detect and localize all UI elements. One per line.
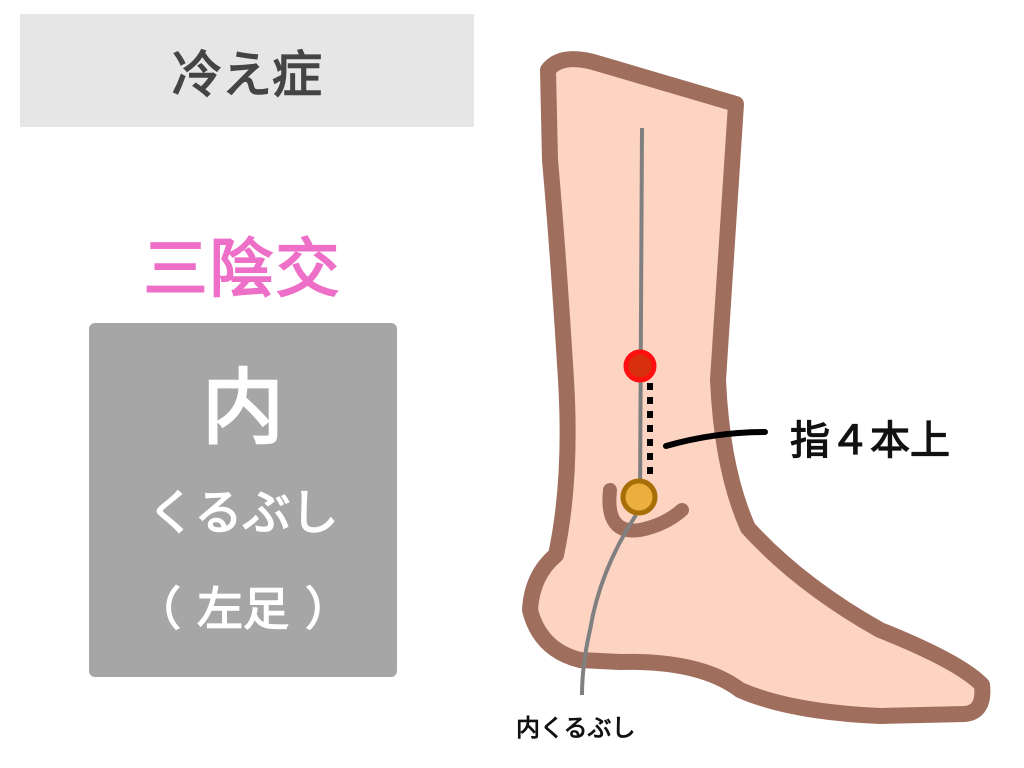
info-box: 内 くるぶし （ 左足 ） [89,323,397,677]
meridian-lower-line [580,513,638,696]
sanyinjiao-point-marker [623,349,657,383]
ankle-label: 内くるぶし [516,714,636,742]
info-line-2: くるぶし [147,485,339,541]
header-title: 冷え症 [20,14,474,127]
inner-ankle-marker [620,478,658,516]
callout-label: 指４本上 [790,418,950,464]
ankle-bone-curve [602,483,689,538]
leg-outline [522,51,991,724]
info-line-1: 内 [201,361,284,456]
meridian-line [638,127,644,501]
info-line-3: （ 左足 ） [134,582,352,636]
callout-line [663,429,768,449]
acupoint-name: 三陰交 [143,233,342,307]
